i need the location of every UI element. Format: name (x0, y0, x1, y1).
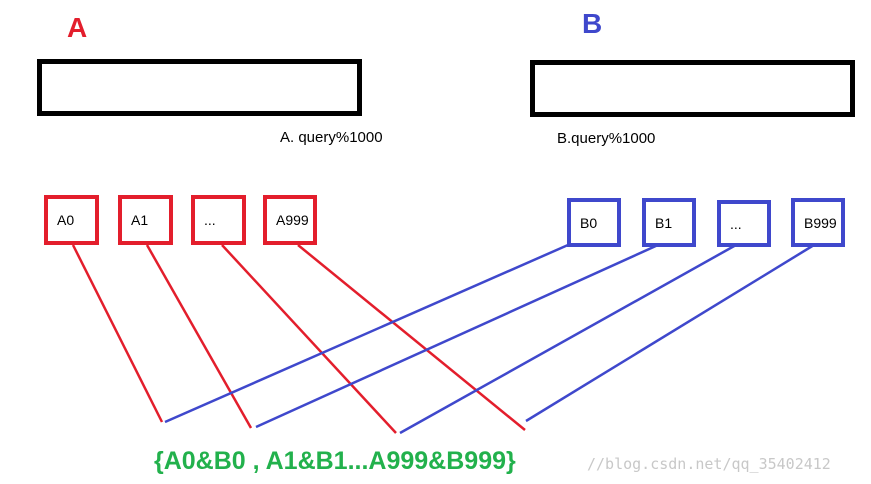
line-b999 (525, 243, 815, 423)
result-pairs: {A0&B0 , A1&B1...A999&B999} (154, 447, 516, 475)
bucket-b0: B0 (567, 198, 621, 247)
bucket-b999: B999 (791, 198, 845, 247)
b-connection-lines (164, 243, 815, 435)
bucket-a1: A1 (118, 195, 173, 245)
table-a-caption: A. query%1000 (280, 129, 383, 146)
table-b-box (530, 60, 855, 117)
watermark-text: //blog.csdn.net/qq_35402412 (587, 455, 831, 473)
group-a-label: A (67, 12, 88, 43)
bucket-b1: B1 (642, 198, 696, 247)
line-b1 (255, 243, 659, 429)
a-connection-lines (71, 244, 526, 434)
line-a1 (145, 244, 253, 429)
bucket-a999: A999 (263, 195, 317, 245)
line-a0 (71, 244, 164, 423)
line-a-ellipsis (221, 244, 397, 434)
bucket-a0: A0 (44, 195, 99, 245)
bucket-a-ellipsis: ... (191, 195, 246, 245)
line-a999 (297, 244, 526, 431)
line-b0 (164, 243, 569, 424)
table-b-caption: B.query%1000 (557, 130, 656, 147)
line-b-ellipsis (399, 243, 737, 435)
table-a-box (37, 59, 362, 116)
bucket-b-ellipsis: ... (717, 200, 771, 247)
group-b-label: B (582, 8, 603, 39)
